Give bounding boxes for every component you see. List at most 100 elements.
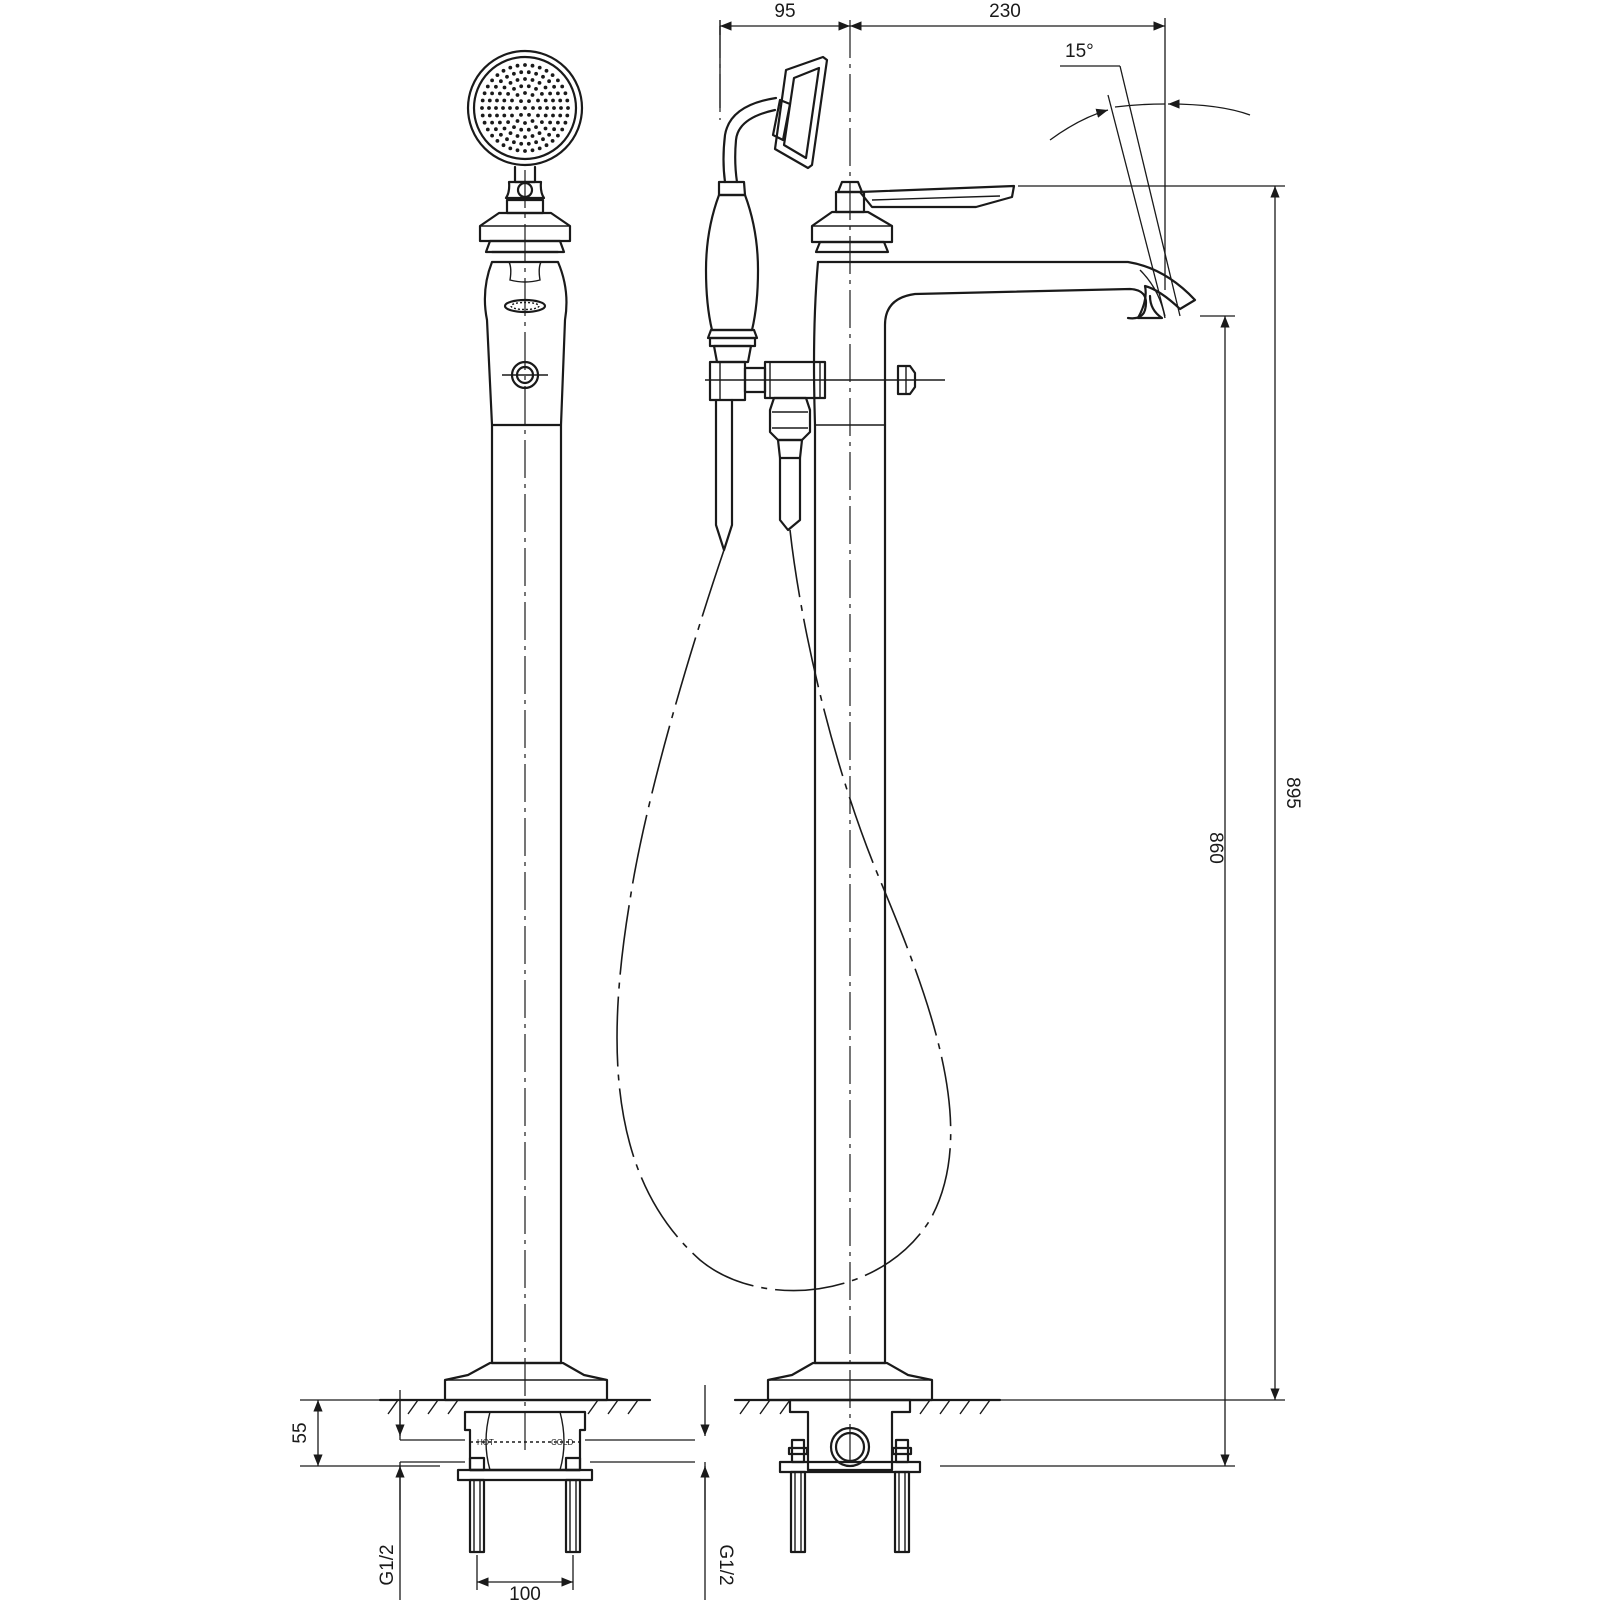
shower-nozzle-dot xyxy=(552,127,556,132)
shower-nozzle-dot xyxy=(547,132,551,137)
side-view xyxy=(616,20,1197,1554)
shower-nozzle-dot xyxy=(515,106,519,110)
shower-nozzle-dot xyxy=(537,131,542,136)
shower-nozzle-dot xyxy=(537,146,542,151)
shower-nozzle-dot xyxy=(556,120,560,125)
shower-nozzle-dot xyxy=(536,98,540,103)
shower-nozzle-dot xyxy=(499,79,503,84)
shower-nozzle-dot xyxy=(515,119,520,123)
cold-label: COLD xyxy=(551,1438,573,1447)
shower-nozzle-dot xyxy=(498,91,502,96)
shower-nozzle-dot xyxy=(502,113,507,118)
shower-nozzle-dot xyxy=(560,84,565,89)
shower-nozzle-dot xyxy=(556,91,560,96)
shower-nozzle-dot xyxy=(508,106,512,110)
shower-nozzle-dot xyxy=(485,127,490,132)
shower-nozzle-dot xyxy=(480,106,484,110)
shower-nozzle-dot xyxy=(495,139,500,143)
shower-nozzle-dot xyxy=(548,91,552,96)
shower-nozzle-dot xyxy=(498,120,502,125)
shower-nozzle-dot xyxy=(551,113,555,118)
shower-nozzle-dot xyxy=(526,84,531,89)
shower-nozzle-dot xyxy=(560,127,565,132)
shower-nozzle-dot xyxy=(527,99,531,103)
shower-nozzle-dot xyxy=(501,143,506,148)
shower-nozzle-dot xyxy=(482,91,487,96)
shower-nozzle-dot xyxy=(558,113,563,118)
shower-nozzle-dot xyxy=(495,98,499,103)
shower-nozzle-dot xyxy=(512,125,516,129)
shower-nozzle-dot xyxy=(505,74,509,79)
shower-nozzle-dot xyxy=(550,73,555,77)
shower-nozzle-dot xyxy=(515,93,520,97)
shower-nozzle-dot xyxy=(512,87,516,91)
shower-nozzle-dot xyxy=(523,121,527,125)
shower-nozzle-dot xyxy=(534,125,538,129)
shower-nozzle-dot xyxy=(540,120,544,124)
dim-g12-left: G1/2 xyxy=(377,1544,398,1585)
shower-nozzle-dot xyxy=(523,77,527,81)
shower-nozzle-dot xyxy=(530,78,535,82)
shower-nozzle-dot xyxy=(506,120,510,124)
shower-nozzle-dot xyxy=(540,92,544,96)
shower-nozzle-dot xyxy=(502,85,507,90)
shower-nozzle-dot xyxy=(487,98,492,103)
shower-nozzle-dot xyxy=(523,63,527,67)
shower-nozzle-dot xyxy=(508,146,513,151)
front-view: HOT COLD xyxy=(378,49,652,1554)
shower-nozzle-dot xyxy=(544,143,549,148)
shower-nozzle-dot xyxy=(512,140,516,145)
shower-nozzle-dot xyxy=(563,120,568,125)
shower-nozzle-dot xyxy=(526,141,531,146)
shower-nozzle-dot xyxy=(543,85,548,90)
shower-nozzle-dot xyxy=(551,98,555,103)
shower-nozzle-dot xyxy=(515,134,520,138)
shower-nozzle-dot xyxy=(502,126,507,131)
shower-nozzle-dot xyxy=(482,120,487,125)
shower-nozzle-dot xyxy=(501,68,506,73)
dimension-lines xyxy=(300,18,1285,1600)
shower-nozzle-dot xyxy=(508,131,513,136)
shower-nozzle-dot xyxy=(538,106,542,110)
shower-nozzle-dot xyxy=(490,120,494,125)
shower-nozzle-dot xyxy=(565,113,570,118)
shower-nozzle-dot xyxy=(506,92,510,96)
shower-nozzle-dot xyxy=(512,71,516,76)
shower-nozzle-dot xyxy=(508,81,513,85)
shower-nozzle-dot xyxy=(534,71,538,76)
shower-nozzle-dot xyxy=(519,70,524,75)
shower-nozzle-dot xyxy=(515,63,520,68)
shower-nozzle-dot xyxy=(526,127,531,132)
shower-nozzle-dot xyxy=(530,93,535,97)
shower-nozzle-dot xyxy=(487,113,492,118)
side-underfloor-body xyxy=(778,1398,922,1554)
shower-nozzle-dot xyxy=(480,98,485,103)
shower-nozzle-dot xyxy=(558,98,563,103)
shower-nozzle-dot xyxy=(556,133,560,138)
shower-nozzle-dot xyxy=(545,106,549,110)
shower-nozzle-dot xyxy=(563,91,568,96)
shower-nozzle-dot xyxy=(480,113,485,118)
shower-nozzle-dot xyxy=(536,113,540,118)
shower-nozzle-dot xyxy=(515,148,520,153)
shower-nozzle-dot xyxy=(490,78,494,83)
shower-nozzle-dot xyxy=(495,113,499,118)
shower-nozzle-dot xyxy=(565,98,570,103)
shower-nozzle-dot xyxy=(523,135,527,139)
shower-nozzle-dot xyxy=(494,127,498,132)
shower-hose xyxy=(616,398,952,1292)
shower-nozzle-dot xyxy=(523,106,527,110)
hot-label: HOT xyxy=(477,1438,494,1447)
shower-nozzle-dot xyxy=(487,106,491,110)
shower-nozzle-dot xyxy=(499,132,503,137)
shower-nozzle-dot xyxy=(495,73,500,77)
dim-860: 860 xyxy=(1205,832,1226,864)
shower-nozzle-dot xyxy=(530,119,535,123)
shower-nozzle-dot xyxy=(534,87,538,91)
dim-230: 230 xyxy=(989,1,1021,22)
shower-nozzle-dot xyxy=(508,65,513,70)
shower-nozzle-dot xyxy=(510,113,514,118)
hose-holder xyxy=(705,360,945,460)
